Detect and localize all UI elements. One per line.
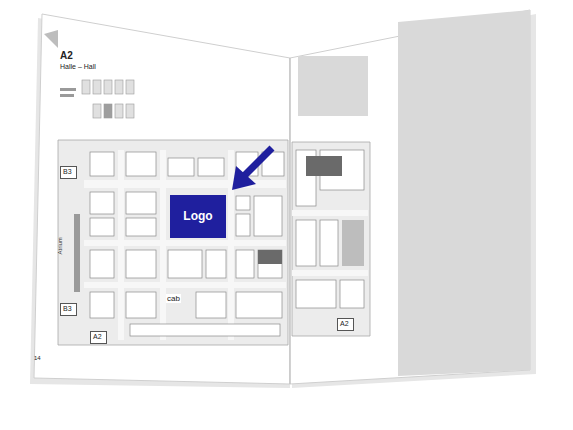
exhibitor-logo: cab — [166, 294, 181, 303]
right-page — [290, 10, 530, 384]
hall-subtitle: Halle – Hall — [60, 63, 96, 70]
corner-mark — [44, 30, 58, 48]
booth-label: Atrium — [57, 235, 64, 255]
hall-overview — [60, 80, 134, 118]
atrium-bar — [74, 214, 80, 292]
grey-booth — [342, 220, 364, 266]
hall-floor — [58, 140, 288, 345]
hall-floor — [292, 142, 370, 336]
dark-booth — [258, 250, 282, 264]
dark-booth — [306, 156, 342, 176]
booth-label: Logo — [183, 210, 212, 224]
page-number: 14 — [34, 355, 41, 361]
logo-booth: Logo — [170, 195, 226, 238]
entrance-sign: A2 — [90, 331, 107, 344]
grey-panel — [398, 10, 530, 376]
pointer-arrow — [232, 148, 272, 190]
atrium-band: Atrium — [56, 233, 65, 257]
booth-label: B3 — [63, 305, 74, 313]
left-page — [34, 14, 290, 384]
entrance-sign: B3 — [60, 303, 77, 316]
booth-label: A2 — [340, 320, 351, 328]
booth-label: B3 — [63, 168, 74, 176]
booth-label: A2 — [93, 333, 104, 341]
entrance-sign: A2 — [337, 318, 354, 331]
entrance-sign: B3 — [60, 166, 77, 179]
hall-title: A2 — [60, 50, 73, 61]
spine — [290, 58, 291, 384]
aisle — [84, 150, 368, 340]
grey-panel — [298, 56, 368, 116]
exhibitor-booth — [90, 150, 364, 336]
